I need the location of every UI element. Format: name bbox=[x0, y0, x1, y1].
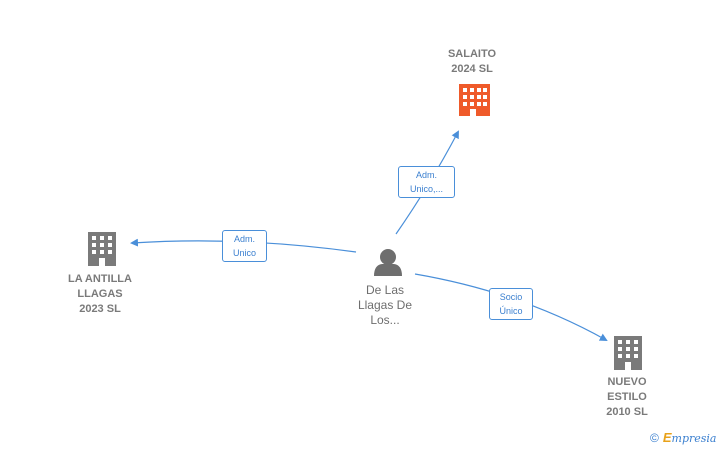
node-label-salaito[interactable]: SALAITO 2024 SL bbox=[447, 48, 497, 75]
person-icon[interactable] bbox=[374, 249, 402, 276]
brand-logo-initial: E bbox=[662, 430, 672, 445]
edge-label-to-la-antilla[interactable]: Adm. Unico bbox=[222, 230, 267, 262]
node-label-person[interactable]: De Las Llagas De Los... bbox=[357, 283, 413, 327]
edge-label-to-salaito[interactable]: Adm. Unico,... bbox=[398, 166, 455, 198]
brand-logo-text: mpresia bbox=[671, 432, 717, 445]
footer-brand: ©Empresia bbox=[650, 430, 716, 445]
node-label-la-antilla[interactable]: LA ANTILLA LLAGAS 2023 SL bbox=[68, 273, 132, 315]
edge-label-to-nuevo-estilo[interactable]: Socio Único bbox=[489, 288, 533, 320]
node-label-nuevo-estilo[interactable]: NUEVO ESTILO 2010 SL bbox=[606, 376, 648, 418]
building-icon[interactable] bbox=[459, 84, 490, 116]
building-icon[interactable] bbox=[88, 232, 116, 266]
building-icon[interactable] bbox=[614, 336, 642, 370]
copyright-icon: © bbox=[650, 431, 659, 445]
